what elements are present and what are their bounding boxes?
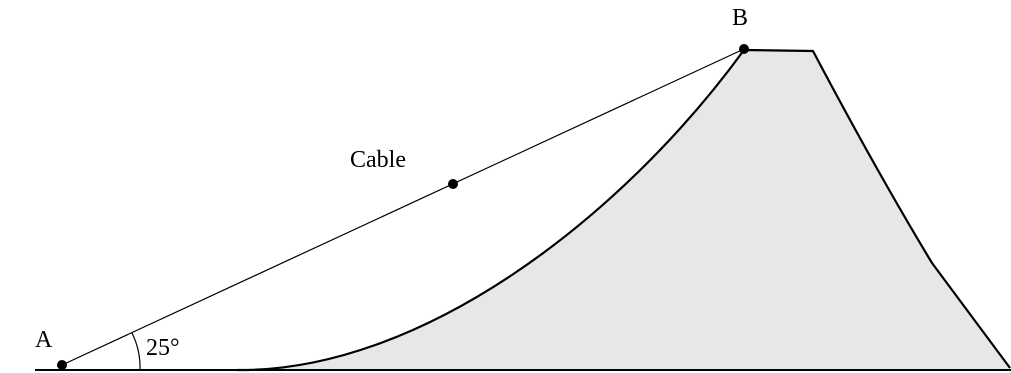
point-a-dot (57, 360, 67, 370)
cable-line (61, 48, 745, 366)
label-point-a: A (35, 327, 53, 353)
label-point-b: B (732, 5, 748, 31)
label-angle: 25° (146, 335, 180, 361)
angle-arc (131, 332, 141, 371)
hill-shape (237, 50, 1010, 371)
cable-midpoint-dot (448, 179, 458, 189)
label-cable: Cable (350, 147, 406, 173)
point-b-dot (739, 44, 749, 54)
hill-outline (236, 48, 1011, 372)
